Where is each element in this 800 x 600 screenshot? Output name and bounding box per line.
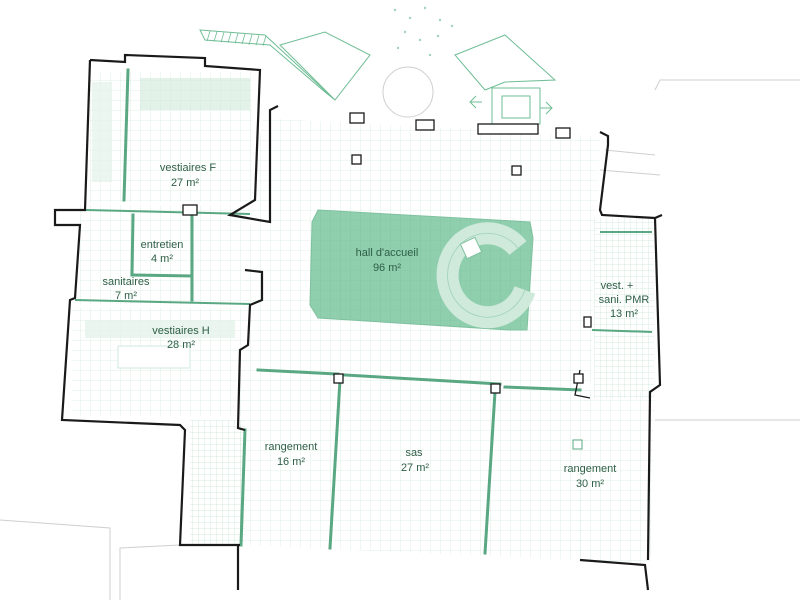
vegetation-dot <box>396 46 400 50</box>
area-hall: 96 m² <box>373 262 401 274</box>
stair-step <box>213 31 218 42</box>
pillars <box>182 112 592 450</box>
exterior-stairs <box>199 29 557 125</box>
vegetation-dot <box>428 53 432 57</box>
label-vestiaires-pmr-1: vest. + <box>601 280 634 292</box>
stair-step <box>262 35 267 46</box>
stair-step <box>248 34 253 45</box>
stair-step <box>227 32 232 43</box>
label-sas: sas <box>405 447 423 459</box>
area-rangement-2: 30 m² <box>576 478 604 490</box>
area-vestiaires-f: 27 m² <box>171 177 199 189</box>
vegetation-dot <box>418 38 422 42</box>
label-vestiaires-h: vestiaires H <box>152 325 210 337</box>
hall-feature <box>309 209 536 331</box>
vegetation-dot <box>436 34 440 38</box>
area-vestiaires-h: 28 m² <box>167 339 195 351</box>
vestiaires-f-fixtures <box>92 78 250 182</box>
label-sanitaires: sanitaires <box>102 276 150 288</box>
label-entretien: entretien <box>141 239 184 251</box>
stair-step <box>241 33 246 45</box>
stair-step <box>255 35 260 46</box>
area-sanitaires: 7 m² <box>115 290 137 302</box>
vegetation-dot <box>450 24 454 28</box>
vegetation-dot <box>423 6 427 10</box>
label-vestiaires-pmr-2: sani. PMR <box>599 294 650 306</box>
vegetation-dot <box>408 16 412 20</box>
vegetation-dot <box>393 8 397 12</box>
room-labels: vestiaires F 27 m² entretien 4 m² sanita… <box>102 162 649 490</box>
label-hall: hall d'accueil <box>356 247 419 259</box>
stair-step <box>206 30 211 42</box>
stair-step <box>234 33 239 44</box>
area-entretien: 4 m² <box>151 253 173 265</box>
vegetation-dot <box>438 18 442 22</box>
area-sas: 27 m² <box>401 462 429 474</box>
neighbour-outlines <box>0 79 800 600</box>
vegetation-dot <box>403 30 407 34</box>
partitions <box>74 68 653 555</box>
area-vestiaires-pmr: 13 m² <box>610 308 638 320</box>
vestiaires-h-fixtures <box>85 320 235 369</box>
area-rangement-1: 16 m² <box>277 456 305 468</box>
label-vestiaires-f: vestiaires F <box>160 162 217 174</box>
vegetation-dots <box>393 6 454 57</box>
stair-step <box>220 32 225 43</box>
label-rangement-1: rangement <box>265 441 318 453</box>
label-rangement-2: rangement <box>564 463 617 475</box>
walls <box>53 53 663 591</box>
